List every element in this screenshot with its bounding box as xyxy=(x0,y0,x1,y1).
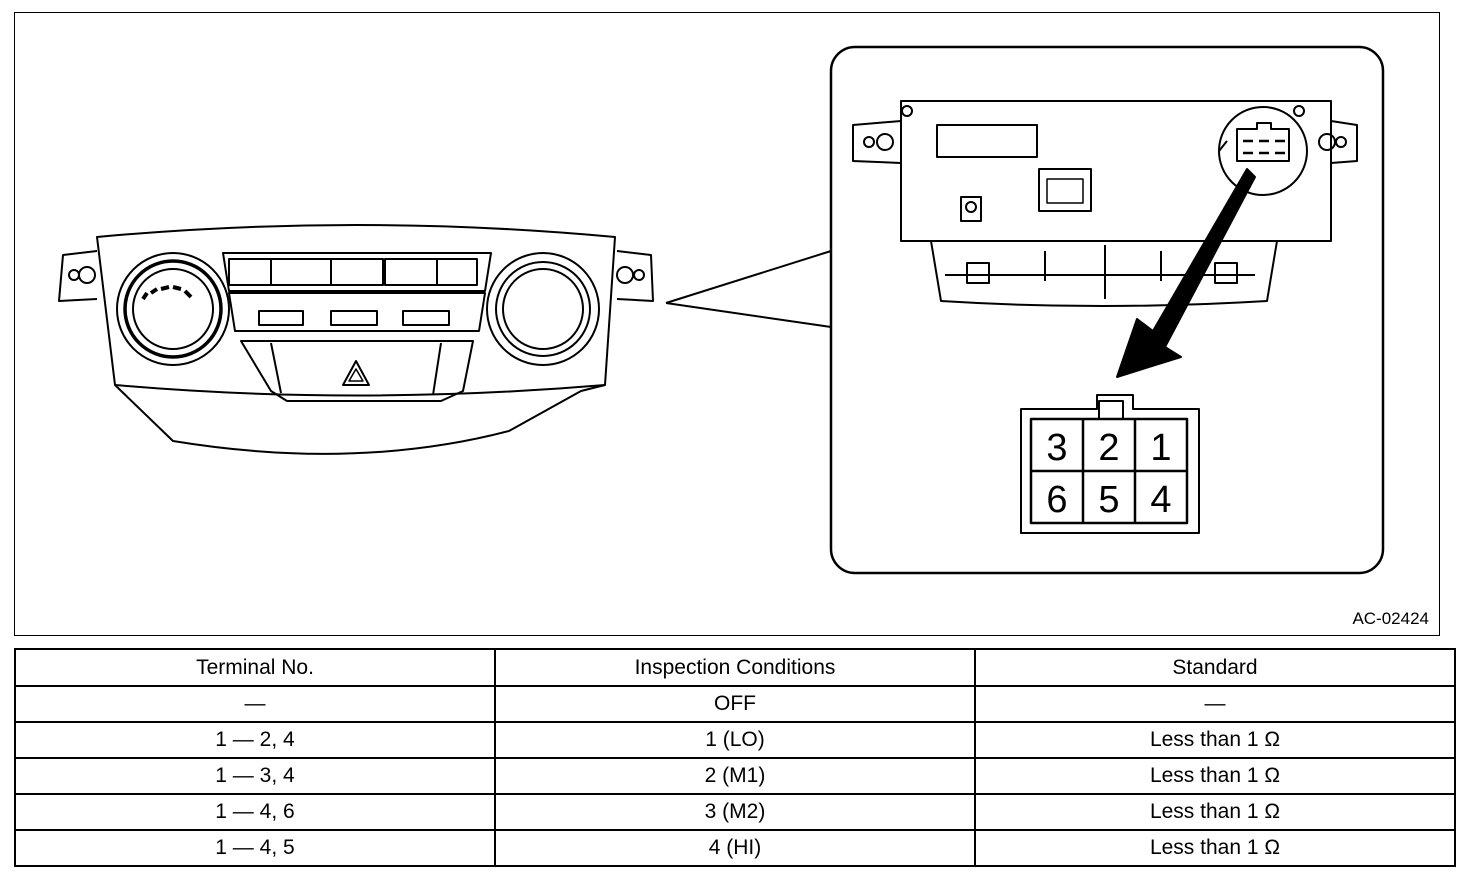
pin-label: 5 xyxy=(1098,479,1119,521)
callout-leader-lines xyxy=(665,250,832,328)
cell-terminal: — xyxy=(14,685,496,723)
cell-condition: 3 (M2) xyxy=(494,793,976,831)
rear-label-plate xyxy=(936,124,1038,158)
right-bracket xyxy=(616,250,654,302)
cell-condition: 4 (HI) xyxy=(494,829,976,867)
control-panel-rear xyxy=(852,100,1358,307)
cell-standard: Less than 1 Ω xyxy=(974,829,1456,867)
cell-condition: OFF xyxy=(494,685,976,723)
top-button-bar xyxy=(222,252,492,292)
temperature-knob xyxy=(486,252,600,366)
cell-terminal: 1 — 4, 6 xyxy=(14,793,496,831)
table-row: — OFF — xyxy=(14,685,1456,723)
pin-label: 1 xyxy=(1150,427,1171,469)
mode-button-3 xyxy=(402,310,450,326)
panel-outline xyxy=(96,224,616,455)
hazard-area xyxy=(240,340,474,402)
header-condition: Inspection Conditions xyxy=(494,648,976,687)
cell-standard: — xyxy=(974,685,1456,723)
hazard-triangle-icon xyxy=(342,360,370,386)
blower-connector-detail xyxy=(1020,394,1200,534)
inspection-table: Terminal No. Inspection Conditions Stand… xyxy=(14,648,1456,867)
rear-housing xyxy=(900,100,1332,242)
table-row: 1 — 4, 5 4 (HI) Less than 1 Ω xyxy=(14,829,1456,867)
pin-label: 4 xyxy=(1150,479,1171,521)
cell-terminal: 1 — 3, 4 xyxy=(14,757,496,795)
header-standard: Standard xyxy=(974,648,1456,687)
left-bracket xyxy=(58,250,98,302)
table-row: 1 — 3, 4 2 (M1) Less than 1 Ω xyxy=(14,757,1456,795)
header-terminal: Terminal No. xyxy=(14,648,496,687)
blower-connector-small xyxy=(1236,122,1290,162)
cell-standard: Less than 1 Ω xyxy=(974,793,1456,831)
mode-button-1 xyxy=(258,310,304,326)
callout-arrow-icon xyxy=(1116,168,1256,378)
cell-standard: Less than 1 Ω xyxy=(974,721,1456,759)
rear-lower-frame xyxy=(930,240,1278,307)
pin-label: 6 xyxy=(1046,479,1067,521)
cell-terminal: 1 — 4, 5 xyxy=(14,829,496,867)
cell-condition: 1 (LO) xyxy=(494,721,976,759)
pin-label: 3 xyxy=(1046,427,1067,469)
diagram-drawing: 3 2 1 6 5 4 xyxy=(58,45,1385,575)
fan-speed-knob xyxy=(116,252,230,366)
cell-condition: 2 (M1) xyxy=(494,757,976,795)
figure-panel: 3 2 1 6 5 4 AC-02424 xyxy=(14,12,1440,636)
cell-terminal: 1 — 2, 4 xyxy=(14,721,496,759)
inset-frame xyxy=(829,45,1385,575)
control-panel-front xyxy=(58,224,654,455)
table-header-row: Terminal No. Inspection Conditions Stand… xyxy=(14,648,1456,687)
table-row: 1 — 2, 4 1 (LO) Less than 1 Ω xyxy=(14,721,1456,759)
multi-pin-connector xyxy=(1038,168,1092,212)
rear-right-bracket xyxy=(1330,120,1358,164)
figure-id-label: AC-02424 xyxy=(1352,609,1429,628)
mode-button-2 xyxy=(330,310,378,326)
rear-left-bracket xyxy=(852,120,902,164)
cell-standard: Less than 1 Ω xyxy=(974,757,1456,795)
pin-label: 2 xyxy=(1098,427,1119,469)
connector-highlight-circle xyxy=(1218,106,1308,196)
table-row: 1 — 4, 6 3 (M2) Less than 1 Ω xyxy=(14,793,1456,831)
